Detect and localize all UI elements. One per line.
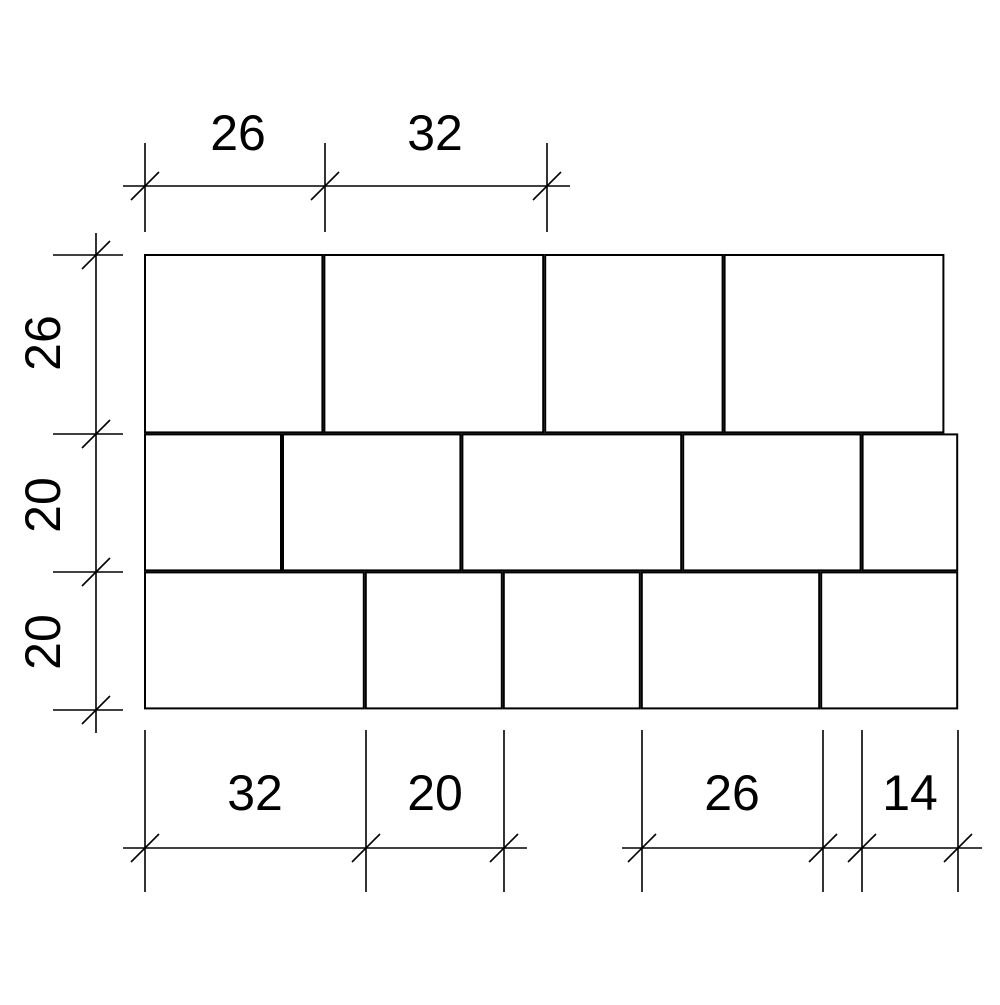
bottom-dimension-label: 32 xyxy=(227,765,283,821)
tile xyxy=(682,433,862,572)
left-dimension-tick xyxy=(81,240,111,270)
tile xyxy=(282,433,462,572)
bottom-dimension-label: 14 xyxy=(882,765,938,821)
tile xyxy=(502,571,641,710)
tile xyxy=(144,254,324,434)
left-dimension-tick xyxy=(81,695,111,725)
tile xyxy=(323,254,545,434)
tile xyxy=(640,571,821,710)
tile xyxy=(723,254,945,434)
bottom-dimension-tick xyxy=(130,833,160,863)
left-dimension-label: 20 xyxy=(15,477,71,533)
bottom-dimension-tick xyxy=(489,833,519,863)
top-dimension-label: 26 xyxy=(210,105,266,161)
tile xyxy=(820,571,959,710)
tile xyxy=(544,254,724,434)
dimension-lines xyxy=(53,143,982,892)
bottom-dimension-tick xyxy=(351,833,381,863)
tile xyxy=(861,433,959,572)
bottom-dimension-tick xyxy=(847,833,877,863)
bottom-dimension-tick xyxy=(943,833,973,863)
top-dimension-tick xyxy=(532,171,562,201)
tile xyxy=(461,433,683,572)
tile xyxy=(144,571,365,710)
top-dimension-label: 32 xyxy=(407,105,463,161)
left-dimension-tick xyxy=(81,419,111,449)
tile-grid xyxy=(144,254,959,710)
bottom-dimension-label: 26 xyxy=(704,765,760,821)
tile xyxy=(144,433,282,572)
bottom-dimension-tick xyxy=(808,833,838,863)
bottom-dimension-tick xyxy=(627,833,657,863)
bottom-dimension-label: 20 xyxy=(407,765,463,821)
tile xyxy=(364,571,503,710)
top-dimension-tick xyxy=(310,171,340,201)
left-dimension-label: 26 xyxy=(15,315,71,371)
top-dimension-tick xyxy=(130,171,160,201)
left-dimension-label: 20 xyxy=(15,614,71,670)
left-dimension-tick xyxy=(81,557,111,587)
